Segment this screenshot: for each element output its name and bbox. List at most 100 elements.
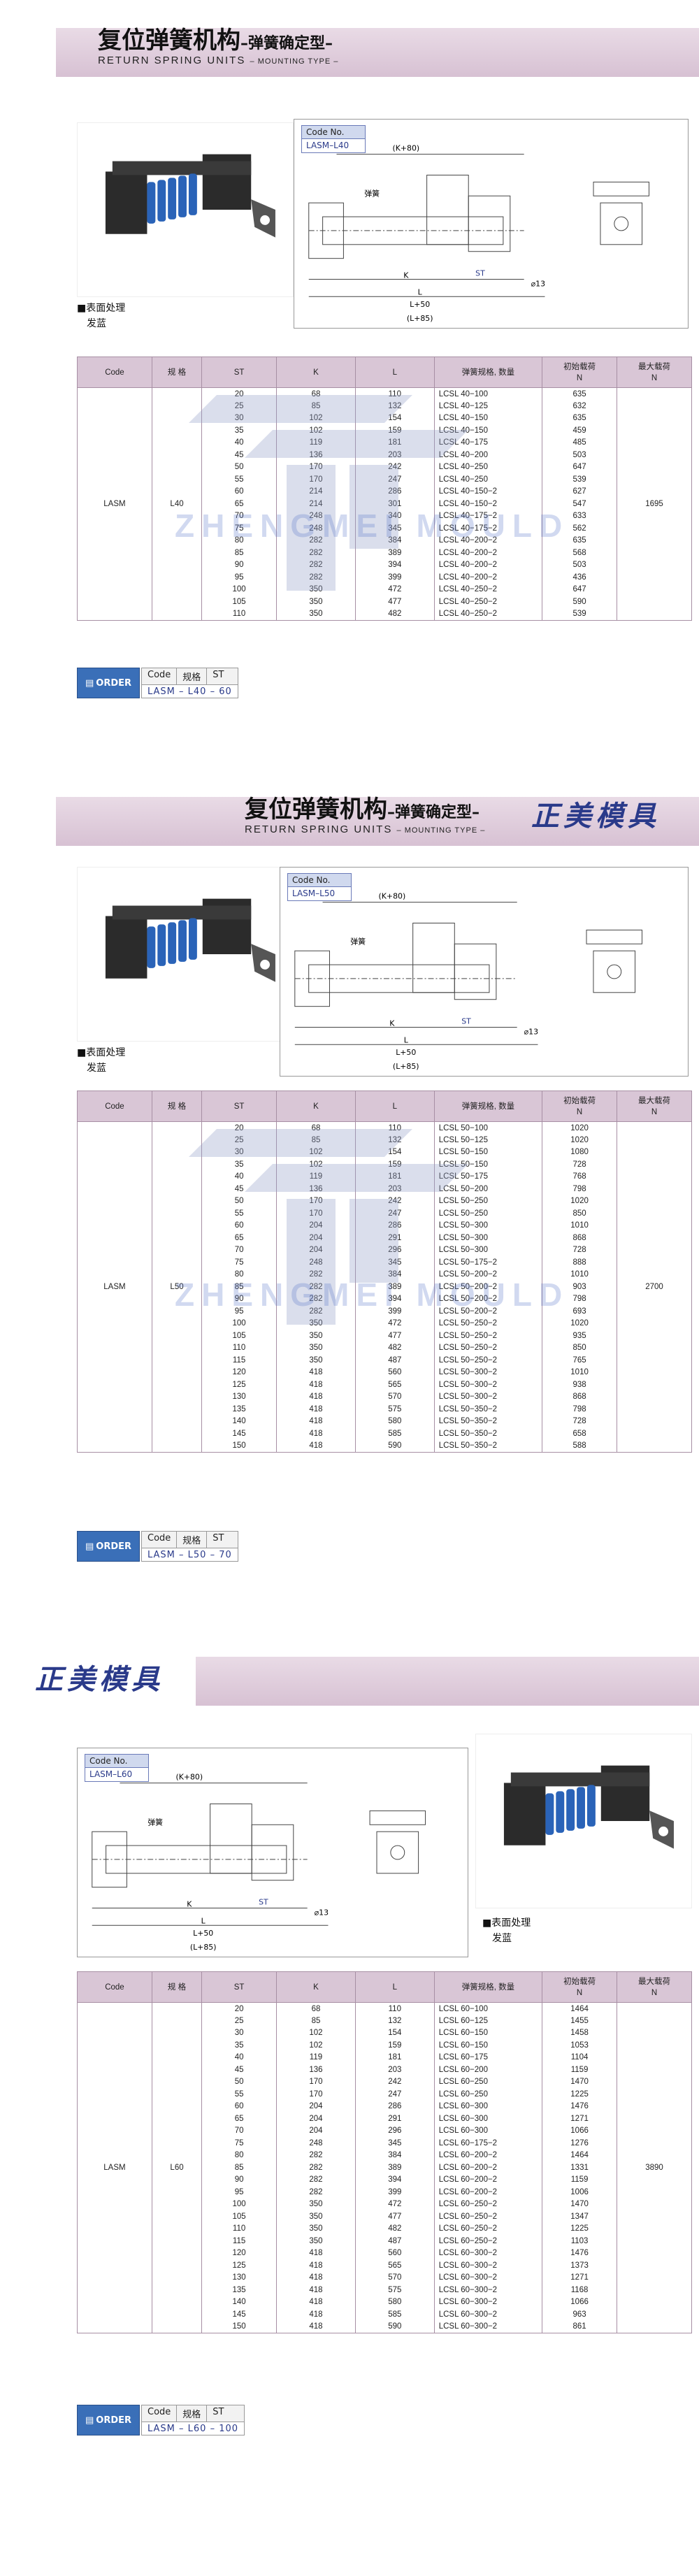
surface-treatment: ■表面处理 发蓝 xyxy=(482,1917,531,1944)
st-cell: 80 xyxy=(201,534,278,547)
l-cell: 296 xyxy=(354,1244,435,1256)
l-cell: 132 xyxy=(354,2015,435,2027)
order-icon: ▤ xyxy=(85,2415,94,2426)
spring-cell: LCSL 60−300−2 xyxy=(433,2296,543,2308)
l-cell: 110 xyxy=(354,387,435,400)
st-cell: 45 xyxy=(201,1183,278,1195)
init-load-cell: 1470 xyxy=(542,2198,618,2210)
dimension-drawing: (K+80) 弹簧 K ST ⌀13 L L+50 (L+85) xyxy=(92,1773,426,1952)
st-cell: 105 xyxy=(201,2210,278,2223)
l-cell: 585 xyxy=(354,1427,435,1440)
l-cell: 154 xyxy=(354,1146,435,1158)
spring-cell: LCSL 60−175−2 xyxy=(433,2137,543,2150)
st-cell: 60 xyxy=(201,1219,278,1232)
init-load-cell: 568 xyxy=(542,547,618,559)
spring-cell: LCSL 40−250−2 xyxy=(433,607,543,621)
st-cell: 130 xyxy=(201,1390,278,1403)
l-cell: 389 xyxy=(354,2161,435,2174)
product-photo xyxy=(77,122,294,297)
init-load-cell: 588 xyxy=(542,1439,618,1453)
init-load-cell: 503 xyxy=(542,559,618,571)
init-load-cell: 1066 xyxy=(542,2124,618,2137)
l-cell: 159 xyxy=(354,1158,435,1171)
init-load-cell: 590 xyxy=(542,596,618,608)
l-cell: 585 xyxy=(354,2308,435,2321)
init-load-cell: 728 xyxy=(542,1158,618,1171)
order-icon: ▤ xyxy=(85,677,94,689)
spring-cell: LCSL 40−150 xyxy=(433,424,543,437)
dim-phi13: ⌀13 xyxy=(531,279,546,288)
init-load-cell: 627 xyxy=(542,485,618,498)
k-cell: 68 xyxy=(276,1121,356,1134)
k-cell: 418 xyxy=(276,2296,356,2308)
init-load-cell: 798 xyxy=(542,1403,618,1416)
init-load-cell: 503 xyxy=(542,449,618,461)
k-cell: 418 xyxy=(276,1379,356,1391)
dim-l: L xyxy=(418,287,423,296)
l-cell: 580 xyxy=(354,2296,435,2308)
spring-cell: LCSL 60−300−2 xyxy=(433,2259,543,2272)
k-cell: 418 xyxy=(276,2320,356,2333)
k-cell: 282 xyxy=(276,2149,356,2161)
order-badge: ▤ORDER xyxy=(77,668,140,698)
st-cell: 135 xyxy=(201,1403,278,1416)
code-cell: LASM xyxy=(77,2002,152,2333)
header-banner: 正美模具 xyxy=(0,1629,699,1713)
spring-cell: LCSL 50−200−2 xyxy=(433,1293,543,1305)
l-cell: 394 xyxy=(354,2173,435,2186)
st-cell: 120 xyxy=(201,1366,278,1379)
dim-l: L xyxy=(201,1916,206,1925)
st-cell: 20 xyxy=(201,1121,278,1134)
spring-cell: LCSL 50−150 xyxy=(433,1158,543,1171)
k-cell: 136 xyxy=(276,1183,356,1195)
st-cell: 95 xyxy=(201,571,278,584)
l-cell: 394 xyxy=(354,559,435,571)
k-cell: 102 xyxy=(276,2039,356,2052)
init-load-cell: 1464 xyxy=(542,2002,618,2015)
init-load-cell: 1271 xyxy=(542,2113,618,2125)
k-cell: 350 xyxy=(276,1354,356,1367)
init-load-cell: 547 xyxy=(542,498,618,510)
init-load-cell: 1159 xyxy=(542,2064,618,2076)
l-cell: 132 xyxy=(354,400,435,412)
init-load-cell: 647 xyxy=(542,461,618,473)
k-cell: 170 xyxy=(276,1195,356,1207)
dim-l: L xyxy=(404,1035,409,1044)
k-cell: 170 xyxy=(276,473,356,486)
l-cell: 560 xyxy=(354,2247,435,2259)
init-load-cell: 938 xyxy=(542,1379,618,1391)
dim-l50: L+50 xyxy=(410,300,430,309)
dim-k80: (K+80) xyxy=(392,144,419,153)
title-cn: 复位弹簧机构–弹簧确定型– xyxy=(245,796,480,823)
k-cell: 282 xyxy=(276,547,356,559)
spring-cell: LCSL 50−200 xyxy=(433,1183,543,1195)
l-cell: 472 xyxy=(354,1317,435,1330)
l-cell: 247 xyxy=(354,2088,435,2101)
l-cell: 482 xyxy=(354,607,435,621)
spring-cell: LCSL 50−300−2 xyxy=(433,1366,543,1379)
spring-cell: LCSL 50−250−2 xyxy=(433,1330,543,1342)
k-cell: 282 xyxy=(276,534,356,547)
l-cell: 159 xyxy=(354,2039,435,2052)
spring-cell: LCSL 50−250−2 xyxy=(433,1317,543,1330)
k-cell: 248 xyxy=(276,510,356,522)
init-load-cell: 1053 xyxy=(542,2039,618,2052)
table-header: Code 规 格 ST K L 弹簧规格, 数量 初始载荷 N 最大载荷 N xyxy=(77,357,692,388)
